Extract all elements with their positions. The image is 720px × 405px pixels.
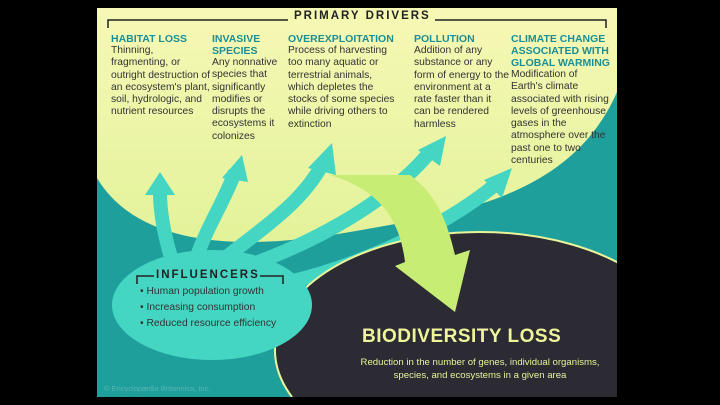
arrow-pollution <box>247 147 436 272</box>
driver-desc: Modification of Earth's climate associat… <box>511 69 609 167</box>
copyright: © Encyclopædia Britannica, Inc. <box>104 384 211 393</box>
arrowhead-climate-change <box>484 168 512 198</box>
influencers-title: INFLUENCERS <box>156 269 260 281</box>
big-arrow <box>330 175 470 312</box>
driver-desc: Process of harvesting too many aquatic o… <box>288 45 395 130</box>
primary-drivers-title: PRIMARY DRIVERS <box>290 10 435 22</box>
driver-title: HABITAT LOSS <box>111 33 188 45</box>
driver-desc: Thinning, fragmenting, or outright destr… <box>111 45 211 118</box>
driver-invasive-species: INVASIVE SPECIES Any nonnative species t… <box>212 33 284 143</box>
driver-climate-change: CLIMATE CHANGE ASSOCIATED WITH GLOBAL WA… <box>511 33 611 167</box>
driver-pollution: POLLUTION Addition of any substance or a… <box>414 33 509 131</box>
influencers-bracket <box>136 275 284 284</box>
driver-desc: Addition of any substance or any form of… <box>414 45 510 130</box>
arrowhead-overexploitation <box>308 143 336 175</box>
biodiversity-loss-desc: Reduction in the number of genes, indivi… <box>360 357 600 381</box>
influencer-item: • Increasing consumption <box>140 302 256 313</box>
driver-title: INVASIVE SPECIES <box>212 33 261 57</box>
driver-habitat-loss: HABITAT LOSS Thinning, fragmenting, or o… <box>111 33 211 119</box>
driver-overexploitation: OVEREXPLOITATION Process of harvesting t… <box>288 33 400 131</box>
driver-desc: Any nonnative species that significantly… <box>212 57 278 142</box>
arrowhead-habitat-loss <box>145 172 175 195</box>
influencer-item: • Human population growth <box>140 286 264 297</box>
arrowhead-pollution <box>418 136 446 166</box>
drivers-bracket <box>107 19 607 28</box>
driver-title: OVEREXPLOITATION <box>288 33 394 45</box>
arrowhead-invasive-species <box>222 155 248 182</box>
biodiversity-loss-circle <box>275 231 617 397</box>
driver-title: POLLUTION <box>414 33 475 45</box>
arrow-overexploitation <box>215 161 329 268</box>
biodiversity-loss-title: BIODIVERSITY LOSS <box>362 326 562 347</box>
influencer-item: • Reduced resource efficiency <box>140 318 277 329</box>
driver-title: CLIMATE CHANGE ASSOCIATED WITH GLOBAL WA… <box>511 33 610 69</box>
influencers-ellipse <box>112 250 312 360</box>
